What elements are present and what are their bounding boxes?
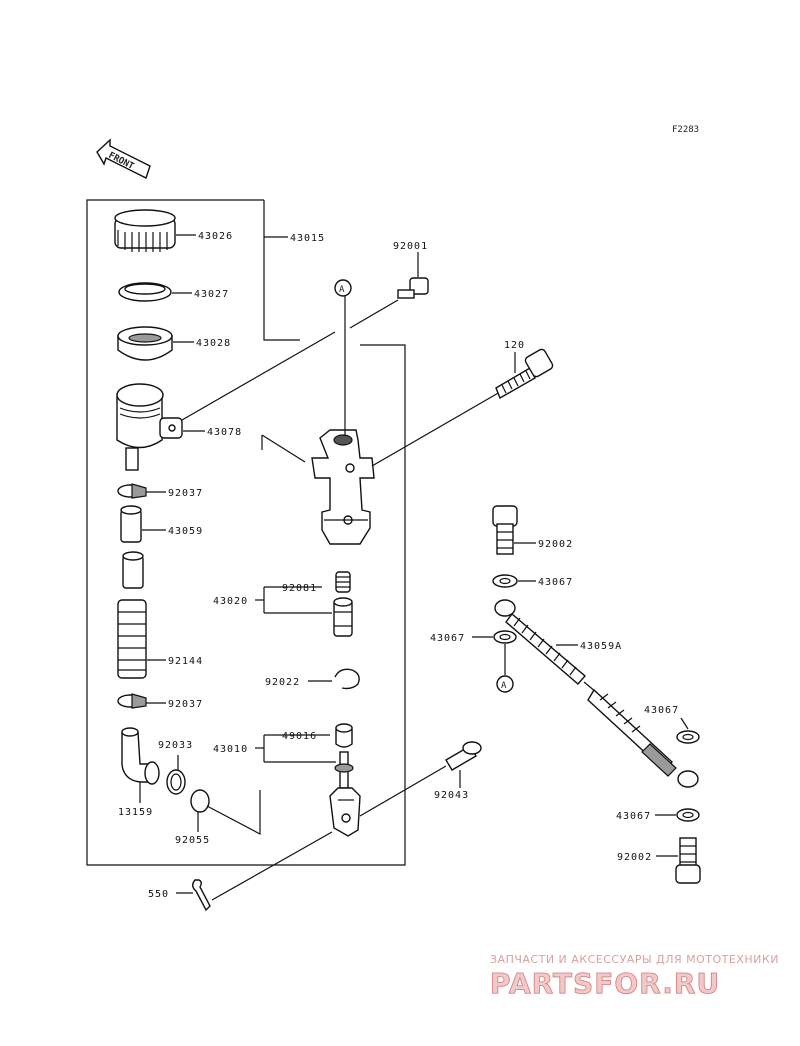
washer-part-1	[492, 574, 518, 588]
washer-part-2	[493, 630, 517, 644]
label-43027: 43027	[194, 289, 229, 300]
elbow-fitting-part	[121, 727, 160, 785]
clamp-part-lower	[117, 693, 147, 709]
label-43059: 43059	[168, 526, 203, 537]
label-43015: 43015	[290, 233, 325, 244]
reference-a-bottom: A	[496, 675, 514, 693]
reservoir-part	[116, 383, 183, 471]
clevis-pin-part	[445, 741, 482, 771]
assembly-bracket-43015	[86, 199, 406, 866]
figure-code: F2283	[672, 125, 699, 135]
reference-a-top: A	[334, 279, 352, 297]
reservoir-hose-part	[120, 505, 142, 543]
label-92037-upper: 92037	[168, 488, 203, 499]
label-92022: 92022	[265, 677, 300, 688]
label-13159: 13159	[118, 807, 153, 818]
label-43067-2: 43067	[430, 633, 465, 644]
banjo-bolt-part-lower	[675, 837, 701, 884]
label-92055: 92055	[175, 835, 210, 846]
diaphragm-plate-part	[118, 282, 172, 302]
circlip-part-92022	[334, 668, 360, 690]
master-cylinder-body-part	[311, 429, 375, 545]
label-120: 120	[504, 340, 525, 351]
watermark-brand: PARTSFOR.RU	[490, 967, 720, 1000]
label-92002-upper: 92002	[538, 539, 573, 550]
cotter-pin-part	[192, 879, 211, 912]
label-43067-3: 43067	[644, 705, 679, 716]
reservoir-cap-part	[114, 209, 176, 252]
label-92033: 92033	[158, 740, 193, 751]
svg-text:A: A	[501, 681, 507, 691]
adjuster-bolt-part	[495, 348, 554, 400]
label-43020: 43020	[213, 596, 248, 607]
spring-part-92081	[335, 571, 351, 593]
label-92037-lower: 92037	[168, 699, 203, 710]
label-43067-4: 43067	[616, 811, 651, 822]
front-arrow-icon: FRONT	[96, 138, 151, 179]
label-43026: 43026	[198, 231, 233, 242]
diaphragm-part	[117, 326, 173, 361]
label-92043: 92043	[434, 790, 469, 801]
bolt-part-92001	[397, 277, 429, 299]
clamp-part-upper	[117, 483, 147, 499]
washer-part-4	[676, 808, 700, 822]
circlip-part	[166, 769, 186, 795]
watermark-tagline: ЗАПЧАСТИ И АКСЕССУАРЫ ДЛЯ МОТОТЕХНИКИ	[490, 953, 779, 966]
banjo-bolt-part-upper	[492, 505, 518, 555]
label-43059a: 43059A	[580, 641, 622, 652]
hose-segment-part	[122, 551, 144, 589]
o-ring-part	[190, 789, 210, 813]
washer-part-3	[676, 730, 700, 744]
piston-part	[333, 597, 353, 637]
label-550: 550	[148, 889, 169, 900]
label-92144: 92144	[168, 656, 203, 667]
label-43067-1: 43067	[538, 577, 573, 588]
brake-hose-part	[494, 599, 699, 788]
hose-protector-part	[117, 599, 147, 679]
label-49016: 49016	[282, 731, 317, 742]
label-92002-lower: 92002	[617, 852, 652, 863]
label-92001: 92001	[393, 241, 428, 252]
label-43078: 43078	[207, 427, 242, 438]
label-43010: 43010	[213, 744, 248, 755]
dust-boot-part	[335, 723, 353, 748]
label-43028: 43028	[196, 338, 231, 349]
label-92081: 92081	[282, 583, 317, 594]
svg-text:A: A	[339, 285, 345, 295]
pushrod-clevis-part	[329, 751, 361, 837]
